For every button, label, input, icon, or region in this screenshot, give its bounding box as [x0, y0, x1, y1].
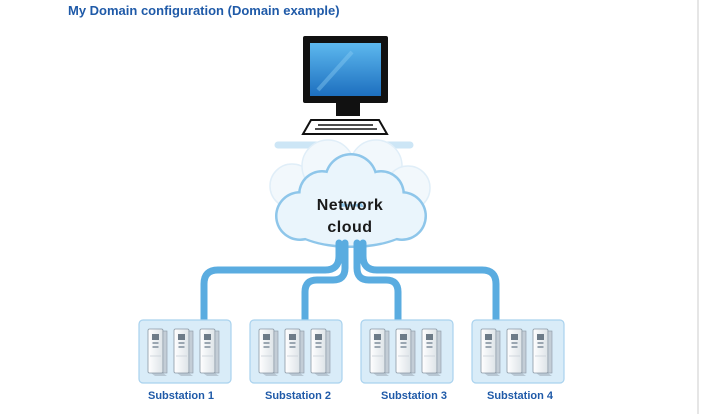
substation-3	[360, 319, 454, 384]
drive-unit-icon	[369, 328, 390, 376]
drive-unit-icon	[532, 328, 553, 376]
drive-unit-icon	[395, 328, 416, 376]
cloud-label-line2: cloud	[327, 219, 373, 236]
substation-4	[471, 319, 565, 384]
network-cloud-label: Network cloud	[292, 195, 408, 239]
drive-unit-icon	[199, 328, 220, 376]
drive-unit-icon	[284, 328, 305, 376]
substations-group	[138, 319, 565, 384]
substation-2-label: Substation 2	[264, 390, 331, 402]
substation-3-label: Substation 3	[380, 390, 447, 402]
substation-1	[138, 319, 232, 384]
substation-1-label: Substation 1	[147, 390, 214, 402]
drive-unit-icon	[258, 328, 279, 376]
cloud-substation-links	[200, 239, 500, 326]
computer-icon	[301, 36, 389, 135]
network-cloud	[275, 153, 427, 248]
substation-4-label: Substation 4	[486, 390, 553, 402]
diagram-title: My Domain configuration (Domain example)	[68, 3, 340, 18]
drive-unit-icon	[147, 328, 168, 376]
drive-unit-icon	[310, 328, 331, 376]
drive-unit-icon	[173, 328, 194, 376]
cloud-label-line1: Network	[316, 197, 384, 214]
drive-unit-icon	[421, 328, 442, 376]
substation-2	[249, 319, 343, 384]
page-edge-line	[697, 0, 699, 414]
drive-unit-icon	[506, 328, 527, 376]
drive-unit-icon	[480, 328, 501, 376]
